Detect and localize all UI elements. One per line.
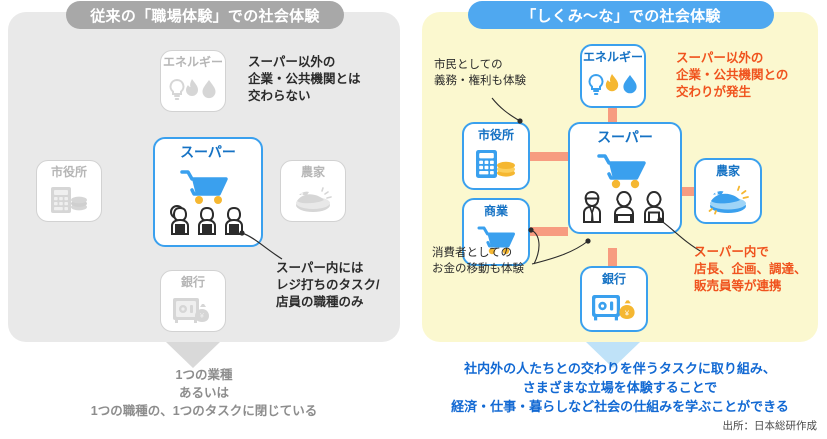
connector-cityhall-supermarket [530, 152, 568, 161]
energy-icon [168, 69, 218, 111]
svg-text:¥: ¥ [625, 309, 630, 318]
farm-icon [702, 178, 754, 222]
svg-text:¥: ¥ [200, 313, 204, 320]
left-node-city-hall: 市役所 [36, 160, 102, 222]
connector-supermarket-bank [608, 248, 617, 276]
left-callout-no-exchange: スーパー以外の 企業・公共機関とは 交わらない [248, 55, 361, 103]
farm-icon [289, 179, 337, 221]
left-node-farm-label: 農家 [300, 165, 325, 179]
left-node-supermarket-label: スーパー [180, 144, 236, 160]
cityhall-icon [46, 179, 92, 221]
bank-icon: ¥ [169, 289, 217, 331]
left-node-city-hall-label: 市役所 [50, 165, 87, 179]
right-node-city-hall: 市役所 [462, 122, 530, 190]
left-node-farm: 農家 [280, 160, 346, 222]
energy-icon [587, 64, 639, 106]
bank-icon: ¥ [588, 286, 640, 330]
right-panel: 「しくみ〜な」での社会体験 エネルギー 市役所 [422, 1, 818, 342]
right-conclusion: 社内外の人たちとの交わりを伴うタスクに取り組み、 さまざまな立場を体験することで… [451, 361, 789, 414]
right-callout-citizen-duty: 市民としての 義務・権利も体験 [434, 59, 526, 87]
right-node-energy-label: エネルギー [582, 50, 643, 64]
connector-commerce-supermarket [530, 227, 568, 236]
supermarket-icon [573, 145, 677, 232]
left-node-energy: エネルギー [160, 50, 226, 112]
left-conclusion: 1つの業種 あるいは 1つの職種の、1つのタスクに閉じている [90, 368, 318, 419]
left-node-energy-label: エネルギー [162, 55, 223, 69]
supermarket-icon [158, 160, 258, 245]
left-node-bank-label: 銀行 [180, 275, 205, 289]
right-callout-roles-cooperate: スーパー内で 店長、企画、調達、 販売員等が連携 [694, 245, 807, 293]
left-panel: 従来の「職場体験」での社会体験 エネルギー 市役所 [8, 1, 400, 342]
right-node-commerce-label: 商業 [483, 204, 508, 218]
right-node-farm: 農家 [694, 158, 762, 224]
source-note: 出所：日本総研作成 [722, 420, 818, 432]
right-callout-exchange-occurs: スーパー以外の 企業・公共機関との 交わりが発生 [676, 51, 789, 99]
right-node-commerce: 商業 [462, 198, 530, 266]
right-node-farm-label: 農家 [715, 164, 740, 178]
right-node-bank-label: 銀行 [601, 272, 626, 286]
left-node-bank: 銀行 ¥ [160, 270, 226, 332]
cityhall-icon [471, 142, 521, 188]
left-callout-register-only: スーパー内には レジ打ちのタスク/ 店員の職種のみ [276, 261, 380, 309]
right-down-arrow [586, 342, 640, 368]
right-callout-consumer-money: 消費者としての お金の移動も体験 [432, 247, 524, 275]
left-node-supermarket: スーパー [153, 137, 263, 247]
left-panel-title: 従来の「職場体験」での社会体験 [66, 1, 344, 29]
right-node-bank: 銀行 ¥ [580, 266, 648, 332]
right-node-supermarket-label: スーパー [597, 129, 653, 145]
connector-energy-supermarket [608, 106, 617, 134]
right-node-supermarket: スーパー [568, 122, 682, 234]
commerce-icon [471, 218, 521, 264]
right-node-energy: エネルギー [580, 44, 646, 108]
left-down-arrow [166, 342, 220, 368]
right-node-city-hall-label: 市役所 [477, 128, 514, 142]
right-panel-title: 「しくみ〜な」での社会体験 [468, 1, 774, 29]
